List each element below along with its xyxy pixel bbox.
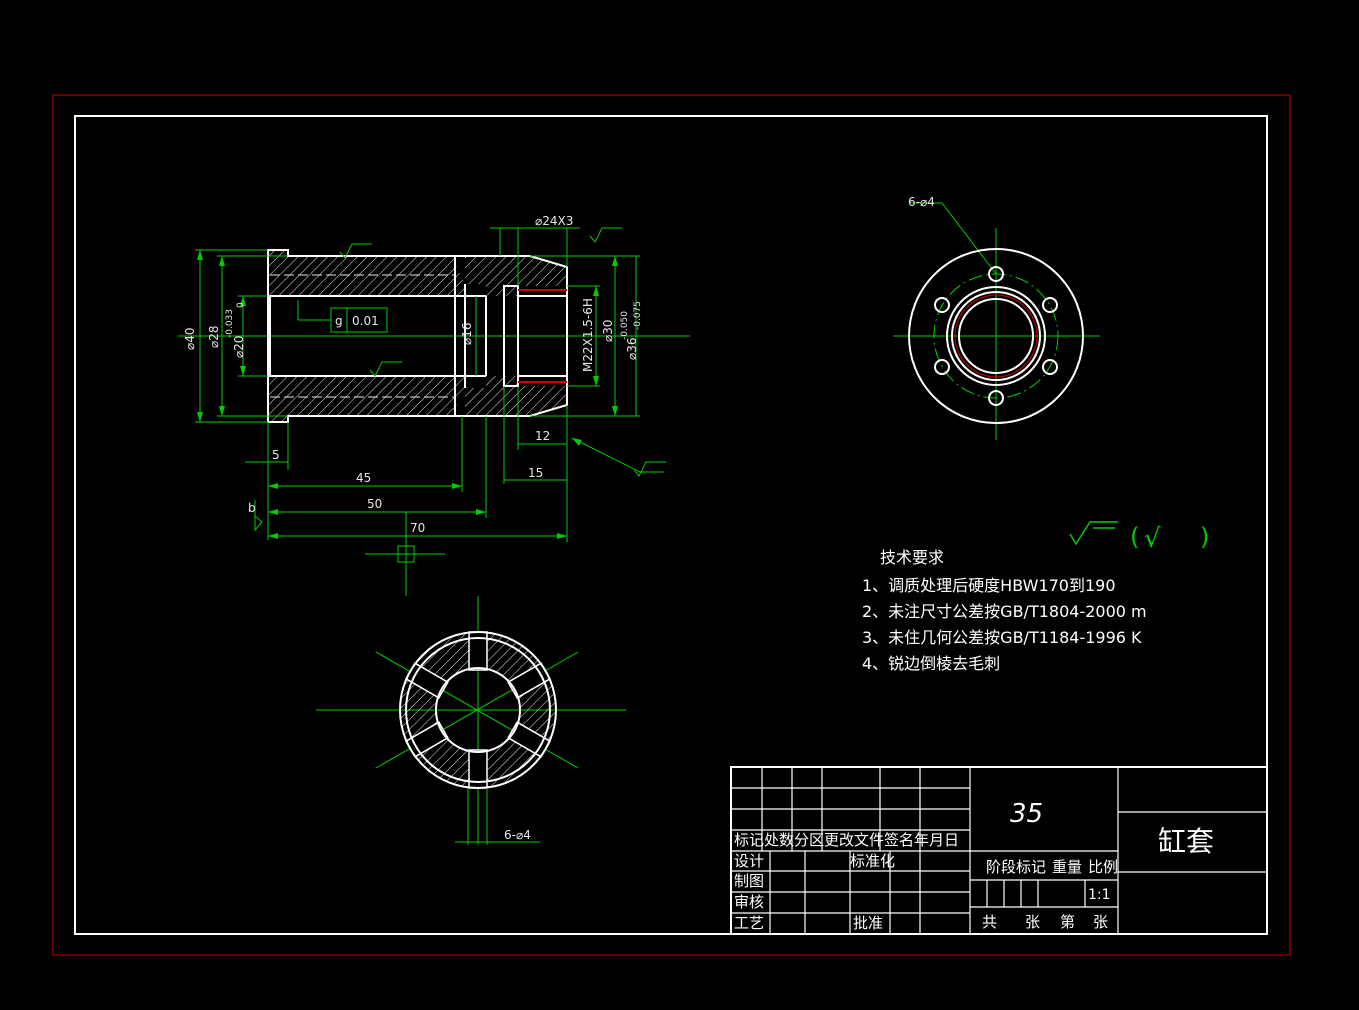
dim-thread: M22X1.5-6H: [581, 298, 595, 372]
requirement-item: 1、调质处理后硬度HBW170到190: [862, 576, 1116, 595]
surface-check-icon: √: [1144, 524, 1161, 554]
dim-len-12: 12: [535, 429, 550, 443]
section-hatch-right-upper: [465, 256, 567, 296]
design-label: 设计: [734, 852, 764, 870]
geometric-tolerance-frame: g 0.01: [297, 300, 388, 333]
dim-d20: ⌀20: [232, 336, 246, 359]
dim-d20-tol-upper: -0.033: [225, 309, 235, 338]
cross-section-view: [316, 596, 626, 845]
tolerance-value: 0.01: [352, 314, 379, 328]
dim-chamfer: ⌀24X3: [535, 214, 573, 228]
dimension-arrows: [197, 250, 618, 539]
revision-header: 标记处数分区更改文件签名年月日: [734, 831, 959, 849]
dim-len-50: 50: [367, 497, 382, 511]
thread-lines: [518, 289, 567, 383]
material-label: 35: [1010, 799, 1043, 829]
inner-hidden-lines: [270, 274, 455, 398]
dim-d40: ⌀40: [183, 328, 197, 351]
dim-d36-tol-lower: -0.075: [633, 301, 643, 330]
section-hatch-right-lower: [465, 376, 567, 416]
process-label: 工艺: [734, 914, 764, 932]
end-view: [893, 202, 1100, 440]
total-sheets-label: 共: [982, 913, 997, 931]
datum-label: b: [248, 501, 256, 515]
requirement-item: 3、未住几何公差按GB/T1184-1996 K: [862, 628, 1142, 647]
sheets-label-1: 张: [1025, 913, 1040, 931]
tolerance-symbol: g: [335, 314, 343, 328]
section-view: [178, 249, 690, 423]
sheet-no-label: 第: [1060, 913, 1075, 931]
weight-label: 重量: [1052, 858, 1082, 876]
dim-len-45: 45: [356, 471, 371, 485]
approve-label: 批准: [853, 914, 883, 932]
part-name: 缸套: [1158, 825, 1214, 858]
holes-label-bottom: 6-⌀4: [504, 828, 531, 842]
requirements-title: 技术要求: [880, 548, 944, 567]
requirement-item: 4、锐边倒棱去毛刺: [862, 654, 1000, 673]
dimension-lines: [195, 227, 664, 542]
dim-d36-tol-upper: -0.050: [620, 311, 630, 340]
dim-d16: ⌀16: [460, 323, 474, 346]
dim-d28: ⌀28: [207, 326, 221, 349]
surface-roughness-symbols: [254, 227, 666, 596]
section-outline: [267, 249, 568, 423]
draw-label: 制图: [734, 872, 764, 890]
section-hatch-upper: [268, 250, 465, 296]
dim-d30: ⌀30: [601, 320, 615, 343]
surface-roughness-icon: [1069, 521, 1118, 546]
dim-len-5: 5: [272, 448, 280, 462]
dim-d20-tol-lower: 0: [236, 302, 246, 308]
section-hatch-lower: [268, 376, 465, 422]
dim-d36: ⌀36: [625, 338, 639, 361]
standardize-label: 标准化: [850, 852, 895, 870]
review-label: 审核: [734, 893, 764, 911]
dim-len-15: 15: [528, 466, 543, 480]
outer-frame: [52, 94, 1291, 956]
stage-mark-label: 阶段标记: [986, 858, 1046, 876]
holes-label-top: 6-⌀4: [908, 195, 935, 209]
sheets-label-2: 张: [1093, 913, 1108, 931]
scale-value: 1:1: [1088, 887, 1111, 903]
dim-len-70: 70: [410, 521, 425, 535]
inner-frame: [74, 115, 1268, 935]
surface-paren-close: ): [1200, 523, 1209, 551]
surface-paren-open: (: [1130, 523, 1139, 551]
title-block-grid: [730, 766, 1268, 935]
requirement-item: 2、未注尺寸公差按GB/T1804-2000 m: [862, 602, 1147, 621]
scale-label: 比例: [1088, 858, 1118, 876]
